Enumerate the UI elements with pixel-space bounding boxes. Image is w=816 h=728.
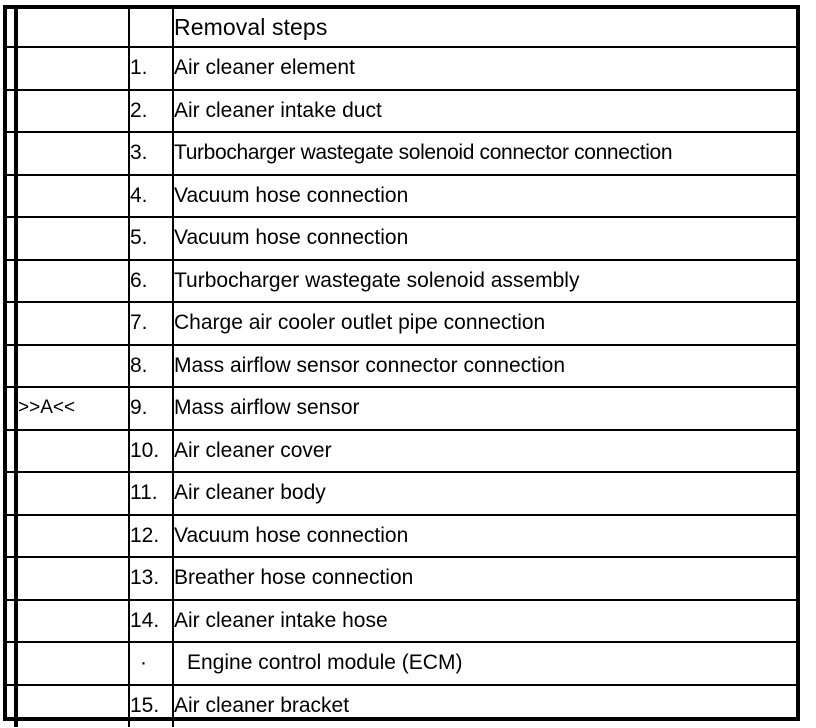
row-marker-cell: [7, 47, 18, 91]
row-step-number: 10.: [129, 429, 174, 473]
row-reference-marker: >>A<<: [16, 387, 130, 431]
row-step-description: Vacuum hose connection: [173, 217, 796, 261]
table-row: 6.Turbocharger wastegate solenoid assemb…: [7, 259, 796, 303]
table-row: 5.Vacuum hose connection: [7, 217, 796, 261]
row-reference-cell: [16, 174, 130, 218]
row-marker-cell: [7, 514, 18, 558]
row-marker-cell: [7, 642, 18, 686]
row-step-number: 2.: [129, 89, 174, 133]
row-marker-cell: [7, 684, 18, 727]
row-step-number: 12.: [129, 514, 174, 558]
row-step-description: Air cleaner bracket: [174, 694, 350, 718]
row-marker-cell: [7, 429, 18, 473]
row-marker-cell: [7, 557, 18, 601]
header-cell-title: Removal steps: [173, 9, 796, 48]
row-reference-cell: [16, 599, 130, 643]
row-step-description: Air cleaner element: [173, 47, 796, 91]
row-step-description: Turbocharger wastegate solenoid connecto…: [173, 132, 796, 176]
row-step-description: Air cleaner cover: [173, 429, 796, 473]
row-marker-cell: [7, 599, 18, 643]
row-reference-cell: [16, 514, 130, 558]
row-step-number: 15.: [129, 684, 174, 727]
row-marker-cell: [7, 174, 18, 218]
row-step-description: Vacuum hose connection: [173, 174, 796, 218]
row-step-number: 1.: [129, 47, 174, 91]
row-step-description: Breather hose connection: [173, 557, 796, 601]
table-row: 15.Air cleaner bracket: [7, 684, 796, 727]
row-step-description: Air cleaner body: [173, 472, 796, 516]
table-row: 10.Air cleaner cover: [7, 429, 796, 473]
row-marker-cell: [7, 132, 18, 176]
row-reference-cell: [16, 429, 130, 473]
row-reference-cell: [16, 302, 130, 346]
header-cell-reference: [16, 9, 130, 48]
row-step-description: Mass airflow sensor connector connection: [173, 344, 796, 388]
row-reference-cell: [16, 47, 130, 91]
row-reference-cell: [16, 217, 130, 261]
table-row: >>A<<9.Mass airflow sensor: [7, 387, 796, 431]
row-marker-cell: [7, 472, 18, 516]
row-step-number: 7.: [129, 302, 174, 346]
row-step-description: Air cleaner intake duct: [173, 89, 796, 133]
row-step-number: 11.: [129, 472, 174, 516]
row-marker-cell: [7, 217, 18, 261]
row-step-description: Air cleaner intake hose: [173, 599, 796, 643]
row-reference-cell: [16, 642, 130, 686]
row-step-description: Mass airflow sensor: [173, 387, 796, 431]
row-reference-cell: [16, 132, 130, 176]
header-cell-marker: [7, 9, 18, 48]
table-row: ·Engine control module (ECM): [7, 642, 796, 686]
row-reference-cell: [16, 557, 130, 601]
row-marker-cell: [7, 302, 18, 346]
row-marker-cell: [7, 387, 18, 431]
header-row: Removal steps: [7, 9, 796, 48]
row-marker-cell: [7, 259, 18, 303]
row-step-description: Vacuum hose connection: [173, 514, 796, 558]
row-step-number: 13.: [129, 557, 174, 601]
table-row: 3.Turbocharger wastegate solenoid connec…: [7, 132, 796, 176]
table-row: 2.Air cleaner intake duct: [7, 89, 796, 133]
table-row: 11.Air cleaner body: [7, 472, 796, 516]
row-step-description: Turbocharger wastegate solenoid assembly: [173, 259, 796, 303]
row-step-number: 8.: [129, 344, 174, 388]
row-reference-cell: [16, 684, 130, 727]
row-reference-cell: [16, 89, 130, 133]
table-row: 12.Vacuum hose connection: [7, 514, 796, 558]
row-step-description: Charge air cooler outlet pipe connection: [173, 302, 796, 346]
table-header: Removal steps: [7, 9, 796, 48]
table-row: 7.Charge air cooler outlet pipe connecti…: [7, 302, 796, 346]
row-step-number: 5.: [129, 217, 174, 261]
row-reference-cell: [16, 472, 130, 516]
row-marker-cell: [7, 344, 18, 388]
table-row: 4.Vacuum hose connection: [7, 174, 796, 218]
row-step-number: 6.: [129, 259, 174, 303]
row-step-number: 4.: [129, 174, 174, 218]
row-step-number: 14.: [129, 599, 174, 643]
table-row: 14.Air cleaner intake hose: [7, 599, 796, 643]
row-marker-cell: [7, 89, 18, 133]
row-step-number: 9.: [129, 387, 174, 431]
table-row: 8.Mass airflow sensor connector connecti…: [7, 344, 796, 388]
row-reference-cell: [16, 259, 130, 303]
row-step-number: 3.: [129, 132, 174, 176]
header-cell-number: [129, 9, 174, 48]
row-reference-cell: [16, 344, 130, 388]
row-step-description: Engine control module (ECM): [173, 642, 796, 686]
table-row: 1.Air cleaner element: [7, 47, 796, 91]
table-row: 13.Breather hose connection: [7, 557, 796, 601]
row-step-number: ·: [129, 642, 174, 686]
